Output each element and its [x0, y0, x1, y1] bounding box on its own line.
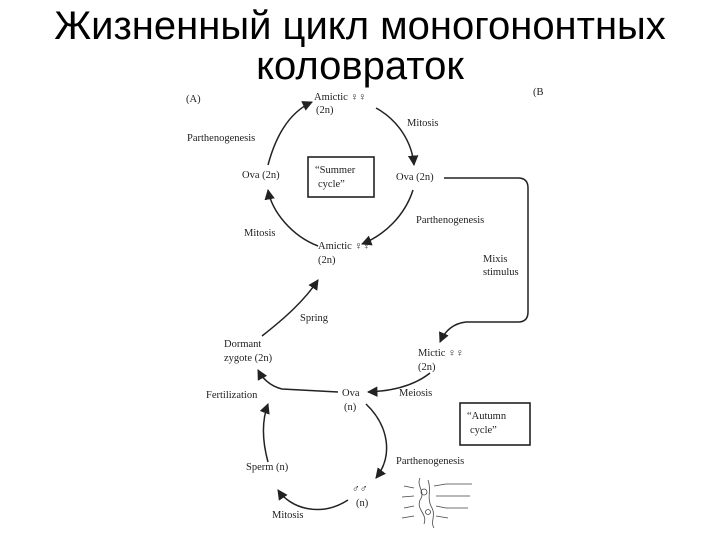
autumn-box-line-1: “Autumn	[467, 411, 507, 422]
autumn-cycle-box	[459, 402, 531, 446]
ova-left-label: Ova (2n)	[242, 170, 280, 181]
summer-cycle: Amictic ♀♀ (2n) Mitosis Parthenogenesis …	[187, 92, 484, 266]
title-line-2: коловраток	[256, 44, 464, 88]
parthenogenesis-right-label: Parthenogenesis	[416, 215, 484, 226]
arrow-fertilization	[257, 369, 339, 393]
summer-box-line-1: “Summer	[315, 165, 356, 176]
amictic-top-ploidy: (2n)	[316, 105, 334, 116]
mitosis-right-label: Mitosis	[407, 118, 439, 129]
panel-a-label: (A)	[186, 94, 201, 105]
autumn-box-line-2: cycle”	[470, 425, 497, 436]
meiosis-label: Meiosis	[399, 388, 432, 399]
ova-right-label: Ova (2n)	[396, 172, 434, 183]
males-ploidy: (n)	[356, 498, 369, 509]
arrow-amictic-to-ova-left	[264, 188, 319, 247]
spring-label: Spring	[300, 313, 329, 324]
arrow-ova-left-to-amictic	[267, 101, 313, 166]
amictic-females-bottom: Amictic ♀♀	[318, 241, 370, 252]
mixis-label-line-2: stimulus	[483, 267, 519, 278]
mitosis-left-label: Mitosis	[244, 228, 276, 239]
ova-haploid-ploidy: (n)	[344, 402, 357, 413]
arrow-spring-path	[261, 279, 319, 337]
dormant-zygote-line-2: zygote (2n)	[224, 353, 273, 364]
parthenogenesis-autumn-label: Parthenogenesis	[396, 456, 464, 467]
summer-cycle-box	[307, 156, 375, 198]
males-label: ♂♂	[352, 484, 368, 495]
arrow-ova-to-males	[365, 403, 388, 479]
sperm-label: Sperm (n)	[246, 462, 289, 473]
amictic-bottom-ploidy: (2n)	[318, 255, 336, 266]
amictic-females-top: Amictic ♀♀	[314, 92, 366, 103]
parthenogenesis-left-label: Parthenogenesis	[187, 133, 255, 144]
dormant-zygote-line-1: Dormant	[224, 339, 261, 350]
arrow-meiosis	[366, 372, 431, 397]
mixis-label-line-1: Mixis	[483, 254, 508, 265]
title-line-1: Жизненный цикл моногононтных	[54, 4, 666, 48]
autumn-cycle: Dormant zygote (2n) Mictic ♀♀ (2n) Ferti…	[206, 339, 531, 521]
arrow-ova-right-to-amictic	[361, 189, 414, 246]
arrow-males-to-sperm	[277, 489, 349, 511]
fertilization-label: Fertilization	[206, 390, 258, 401]
rotifer-illustration	[401, 477, 472, 529]
ova-haploid-label: Ova	[342, 388, 360, 399]
mictic-ploidy: (2n)	[418, 362, 436, 373]
mictic-females-label: Mictic ♀♀	[418, 348, 464, 359]
arrow-mixis-path	[439, 177, 529, 343]
mitosis-autumn-label: Mitosis	[272, 510, 304, 521]
arrow-sperm-to-fertilization	[259, 403, 270, 463]
summer-box-line-2: cycle”	[318, 179, 345, 190]
panel-b-label: (B	[533, 87, 544, 98]
arrow-amictic-to-ova-right	[375, 107, 419, 167]
